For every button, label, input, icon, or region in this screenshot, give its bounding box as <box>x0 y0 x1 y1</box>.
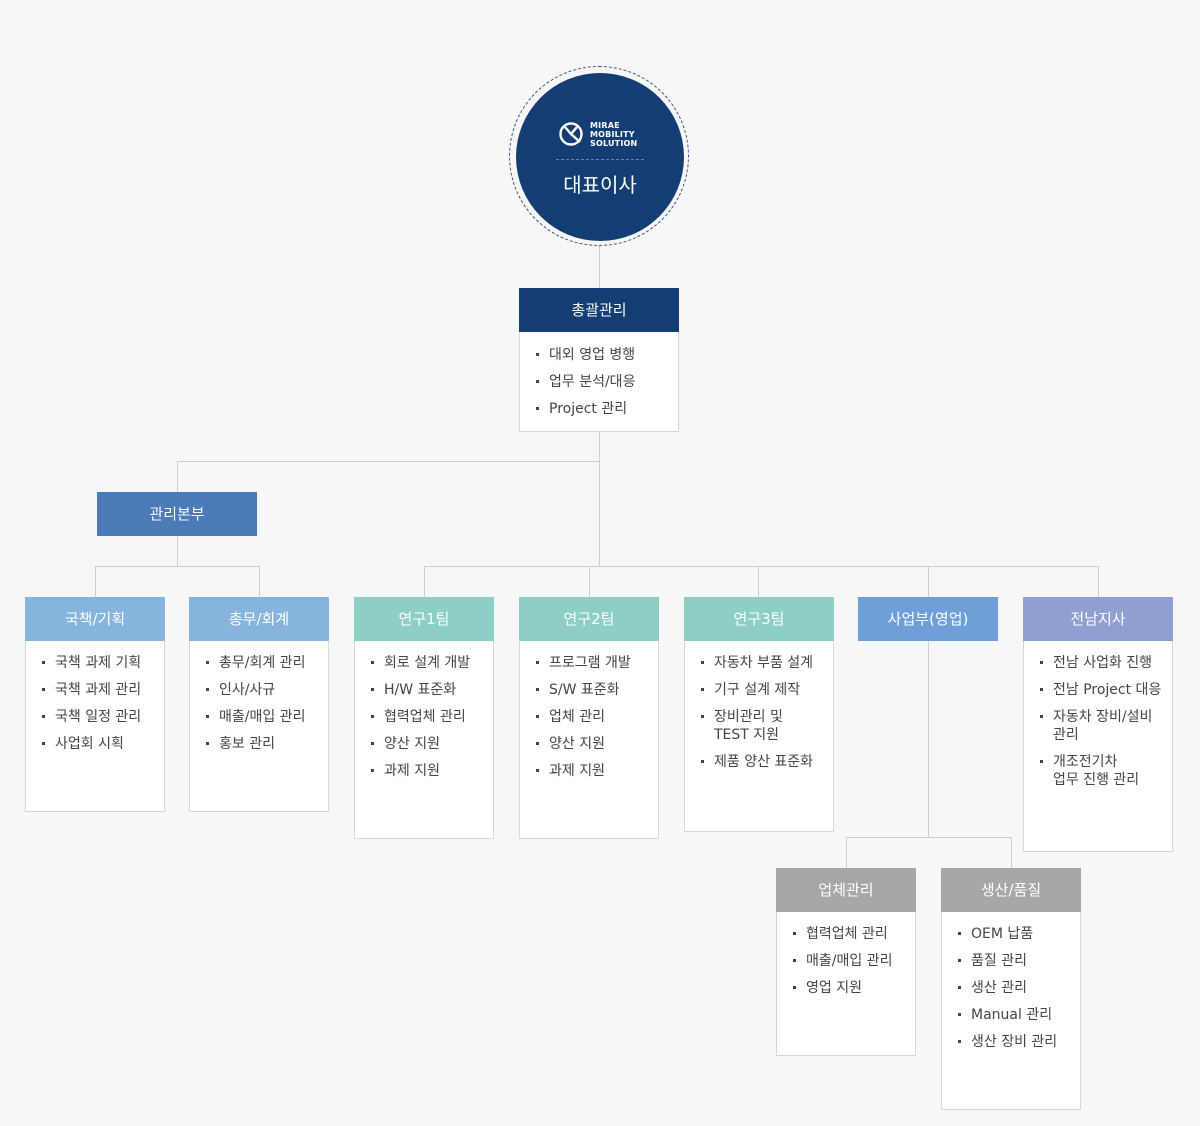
connector-line <box>177 536 178 567</box>
team-item: 국책 과제 관리 <box>26 681 164 699</box>
team-item: 자동차 부품 설계 <box>685 654 833 672</box>
ceo-node: MIRAE MOBILITY SOLUTION 대표이사 <box>516 73 684 241</box>
team-item: 국책 과제 기획 <box>26 654 164 672</box>
team-item: 장비관리 및 TEST 지원 <box>685 708 833 744</box>
connector-line <box>1011 837 1012 868</box>
team-item: 자동차 장비/설비 관리 <box>1024 708 1172 744</box>
team-item: H/W 표준화 <box>355 681 493 699</box>
team-item: 기구 설계 제작 <box>685 681 833 699</box>
team-item: 협력업체 관리 <box>355 708 493 726</box>
connector-line <box>589 566 590 597</box>
team-item: 전남 Project 대응 <box>1024 681 1172 699</box>
logo-text: MIRAE MOBILITY SOLUTION <box>590 121 637 148</box>
general-item: 업무 분석/대응 <box>520 373 678 391</box>
connector-line <box>599 431 600 567</box>
team-item: 전남 사업화 진행 <box>1024 654 1172 672</box>
admin-hq-header: 관리본부 <box>97 492 257 536</box>
team-item: 양산 지원 <box>355 735 493 753</box>
company-logo-icon <box>559 122 583 146</box>
general-items-box: 대외 영업 병행 업무 분석/대응 Project 관리 <box>519 332 679 432</box>
logo-divider <box>556 159 644 160</box>
connector-line <box>424 566 425 597</box>
team-header: 연구1팀 <box>354 597 494 641</box>
connector-line <box>758 566 759 597</box>
team-item: OEM 납품 <box>942 925 1080 943</box>
ceo-title: 대표이사 <box>563 173 637 197</box>
logo-line: MIRAE <box>590 121 620 130</box>
ceo-ring <box>509 66 689 246</box>
team-item: 생산 장비 관리 <box>942 1033 1080 1051</box>
team-item: Manual 관리 <box>942 1006 1080 1024</box>
team-item: 매출/매입 관리 <box>190 708 328 726</box>
connector-line <box>599 246 600 288</box>
team-item: 국책 일정 관리 <box>26 708 164 726</box>
team-item: 프로그램 개발 <box>520 654 658 672</box>
team-item: 생산 관리 <box>942 979 1080 997</box>
connector-line <box>177 461 178 492</box>
team-item: 양산 지원 <box>520 735 658 753</box>
team-item: 과제 지원 <box>355 762 493 780</box>
team-header: 연구2팀 <box>519 597 659 641</box>
team-item: 홍보 관리 <box>190 735 328 753</box>
logo-line: SOLUTION <box>590 139 638 148</box>
connector-line <box>846 837 847 868</box>
team-header: 연구3팀 <box>684 597 834 641</box>
connector-line <box>95 566 260 567</box>
team-header: 전남지사 <box>1023 597 1173 641</box>
team-item: 과제 지원 <box>520 762 658 780</box>
team-header: 업체관리 <box>776 868 916 912</box>
team-item: 회로 설계 개발 <box>355 654 493 672</box>
general-item: Project 관리 <box>520 400 678 418</box>
team-header: 사업부(영업) <box>858 597 998 641</box>
connector-line <box>846 837 1012 838</box>
connector-line <box>259 566 260 597</box>
connector-line <box>928 566 929 597</box>
team-item: 매출/매입 관리 <box>777 952 915 970</box>
team-item: 제품 양산 표준화 <box>685 753 833 771</box>
team-item: 인사/사규 <box>190 681 328 699</box>
connector-line <box>424 566 1099 567</box>
team-item: 사업회 시획 <box>26 735 164 753</box>
general-header: 총괄관리 <box>519 288 679 332</box>
team-item: 총무/회계 관리 <box>190 654 328 672</box>
team-item: S/W 표준화 <box>520 681 658 699</box>
team-item: 개조전기차 업무 진행 관리 <box>1024 753 1172 789</box>
connector-line <box>928 641 929 837</box>
team-item: 영업 지원 <box>777 979 915 997</box>
team-item: 품질 관리 <box>942 952 1080 970</box>
team-item: 협력업체 관리 <box>777 925 915 943</box>
team-header: 생산/품질 <box>941 868 1081 912</box>
general-item: 대외 영업 병행 <box>520 346 678 364</box>
connector-line <box>95 566 96 597</box>
team-header: 국책/기획 <box>25 597 165 641</box>
team-item: 업체 관리 <box>520 708 658 726</box>
connector-line <box>1098 566 1099 597</box>
company-logo: MIRAE MOBILITY SOLUTION <box>516 121 684 149</box>
team-header: 총무/회계 <box>189 597 329 641</box>
logo-line: MOBILITY <box>590 130 635 139</box>
connector-line <box>177 461 600 462</box>
